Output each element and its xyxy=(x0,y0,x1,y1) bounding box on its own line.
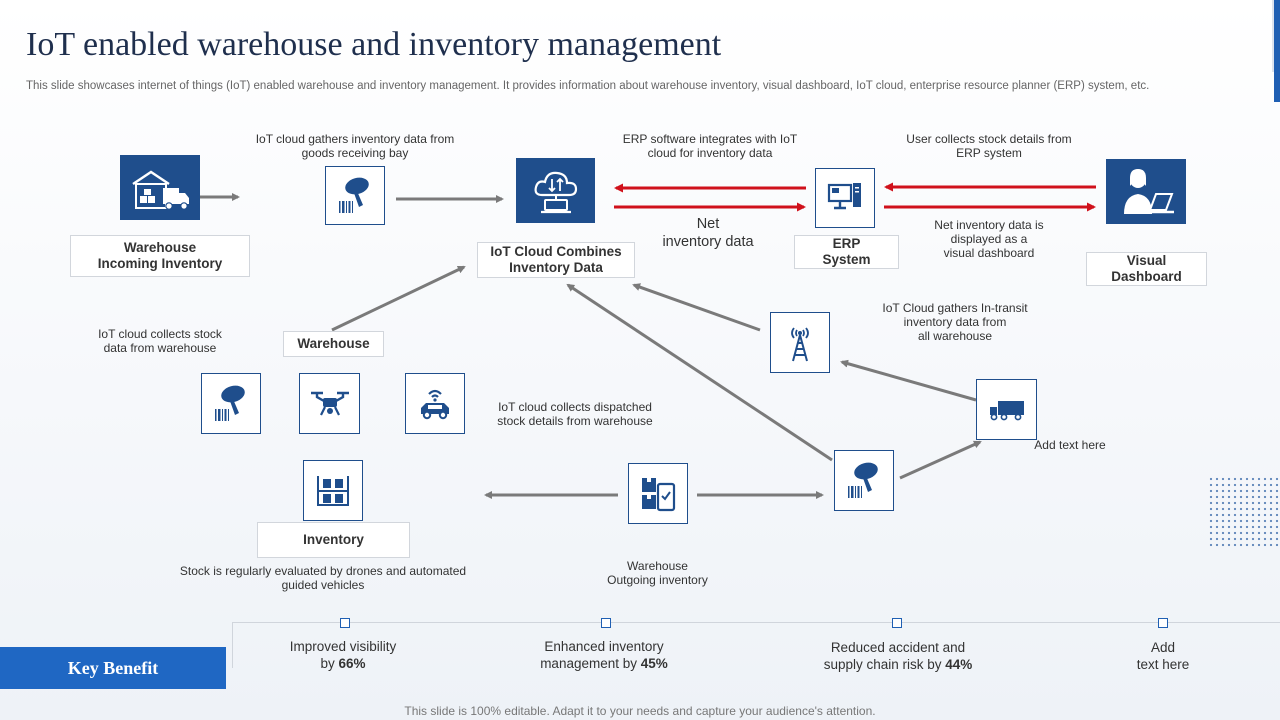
arrow-scanner2-to-cloud xyxy=(566,283,833,462)
benefit-item-line2: by 66% xyxy=(263,655,423,672)
label-visual-dashboard: Visual Dashboard xyxy=(1086,252,1207,286)
inventory-shelves-icon xyxy=(303,460,363,521)
benefit-item: Enhanced inventory management by 45% xyxy=(514,638,694,672)
page-subtitle: This slide showcases internet of things … xyxy=(26,80,1150,92)
benefit-item-prefix: text here xyxy=(1136,657,1190,672)
benefit-marker xyxy=(892,618,902,628)
benefit-item-value: 66% xyxy=(338,656,366,671)
barcode-scanner-icon xyxy=(201,373,261,434)
arrow-truck-to-tower xyxy=(840,359,977,402)
arrow-scanner2-to-truck xyxy=(899,440,982,480)
arrow-tower-to-cloud xyxy=(632,283,761,332)
benefit-item-prefix: management by xyxy=(540,656,637,671)
benefit-item-line2: text here xyxy=(1108,656,1218,673)
barcode-scanner-icon xyxy=(834,450,894,511)
note-warehouse-outgoing: Warehouse Outgoing inventory xyxy=(607,559,708,587)
benefit-item-value: 45% xyxy=(640,656,668,671)
benefit-item-prefix: by xyxy=(320,656,335,671)
warehouse-truck-icon xyxy=(120,155,200,220)
label-warehouse: Warehouse xyxy=(283,331,384,357)
benefit-item-line1: Enhanced inventory xyxy=(544,639,664,654)
benefit-timeline xyxy=(232,622,1280,623)
signal-tower-icon xyxy=(770,312,830,373)
key-benefit-label: Key Benefit xyxy=(0,647,226,689)
note-add-text: Add text here xyxy=(1034,438,1106,452)
delivery-truck-icon xyxy=(976,379,1037,440)
footer-note: This slide is 100% editable. Adapt it to… xyxy=(404,704,876,718)
page-title: IoT enabled warehouse and inventory mana… xyxy=(26,26,722,63)
benefit-marker xyxy=(340,618,350,628)
benefit-item-line2: management by 45% xyxy=(514,655,694,672)
user-laptop-icon xyxy=(1106,159,1186,224)
corner-accent-line xyxy=(1272,0,1274,72)
note-user-collects: User collects stock details from ERP sys… xyxy=(906,132,1072,160)
benefit-item-prefix: supply chain risk by xyxy=(823,657,942,672)
note-collects-dispatched: IoT cloud collects dispatched stock deta… xyxy=(497,400,653,428)
note-in-transit: IoT Cloud gathers In-transit inventory d… xyxy=(882,301,1028,343)
dot-pattern xyxy=(1208,476,1280,548)
label-iot-cloud: IoT Cloud Combines Inventory Data xyxy=(477,242,635,278)
benefit-marker xyxy=(1158,618,1168,628)
benefit-item-line1: Improved visibility xyxy=(289,639,397,654)
corner-accent-bar xyxy=(1274,0,1280,102)
benefit-item-line1: Add xyxy=(1150,640,1176,655)
outgoing-inventory-icon xyxy=(628,463,688,524)
label-warehouse-incoming: Warehouse Incoming Inventory xyxy=(70,235,250,277)
benefit-item-line1: Reduced accident and xyxy=(830,640,966,655)
benefit-item: Reduced accident and supply chain risk b… xyxy=(803,639,993,673)
arrow-warehouse-to-cloud xyxy=(331,265,466,332)
benefit-timeline-edge xyxy=(232,622,233,668)
barcode-scanner-icon xyxy=(325,166,385,225)
note-gather-receiving: IoT cloud gathers inventory data from go… xyxy=(255,132,455,160)
computer-icon xyxy=(815,168,875,228)
benefit-item-line2: supply chain risk by 44% xyxy=(803,656,993,673)
drone-icon xyxy=(299,373,360,434)
label-inventory: Inventory xyxy=(257,522,410,558)
note-erp-integrates: ERP software integrates with IoT cloud f… xyxy=(622,132,798,160)
benefit-item: Improved visibility by 66% xyxy=(263,638,423,672)
label-erp-system: ERP System xyxy=(794,235,899,269)
cloud-computing-icon xyxy=(516,158,595,223)
note-net-displayed: Net inventory data is displayed as a vis… xyxy=(934,218,1044,260)
benefit-marker xyxy=(601,618,611,628)
benefit-item: Add text here xyxy=(1108,639,1218,673)
note-stock-evaluated: Stock is regularly evaluated by drones a… xyxy=(179,564,467,592)
benefit-item-value: 44% xyxy=(945,657,973,672)
note-net-inventory: Net inventory data xyxy=(662,216,754,250)
note-collects-warehouse: IoT cloud collects stock data from wareh… xyxy=(98,327,222,355)
connected-car-icon xyxy=(405,373,465,434)
